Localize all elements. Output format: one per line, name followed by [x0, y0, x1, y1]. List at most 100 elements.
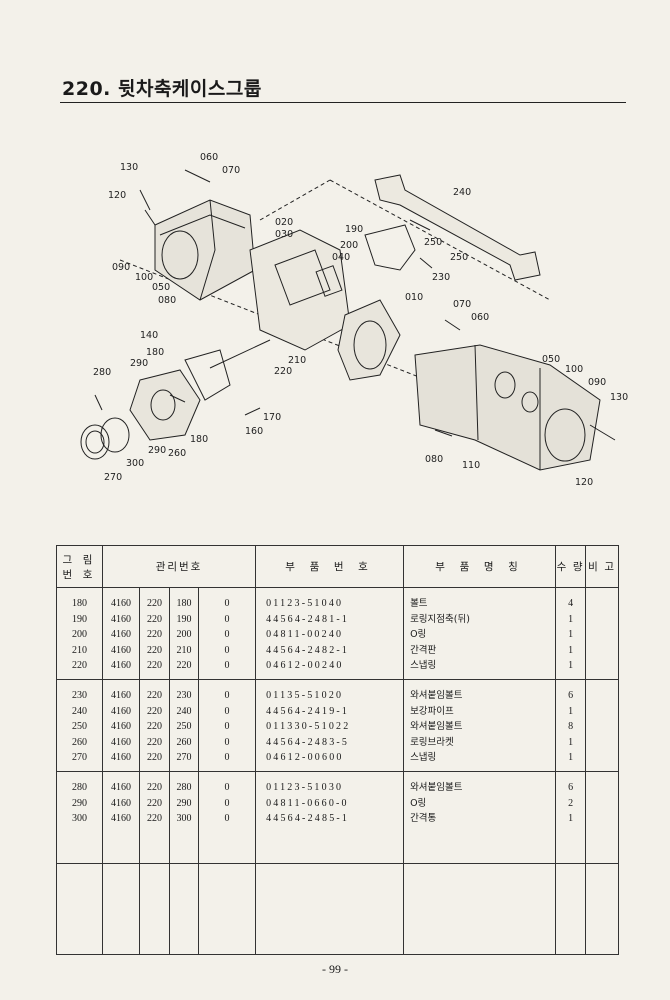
table-cell: 44564-2419-1 — [266, 705, 350, 717]
callout-label: 190 — [345, 224, 363, 235]
table-cell: 1 — [568, 629, 574, 640]
callout-label: 020 — [275, 217, 293, 228]
table-cell: 로링브라켓 — [410, 736, 454, 748]
table-cell: 220 — [147, 660, 162, 671]
callout-label: 070 — [453, 299, 471, 310]
header-fig: 그 림 번 호 — [56, 545, 103, 588]
table-cell: 250 — [72, 721, 87, 732]
table-cell: 220 — [147, 813, 162, 824]
table-cell: 011330-51022 — [266, 721, 351, 732]
table-cell-empty — [585, 863, 620, 955]
table-cell: 1 — [568, 705, 574, 717]
callout-label: 280 — [93, 367, 111, 378]
callout-label: 170 — [263, 412, 281, 423]
callout-label: 160 — [245, 426, 263, 437]
table-cell: 4160 — [111, 660, 131, 671]
table-cell: 230 — [72, 690, 87, 701]
callout-label: 080 — [425, 454, 443, 465]
callout-label: 250 — [424, 237, 442, 248]
table-cell: 44564-2482-1 — [266, 644, 350, 656]
callout-label: 050 — [152, 282, 170, 293]
callout-label: 220 — [274, 366, 292, 377]
table-cell: 스냅링 — [410, 660, 437, 671]
table-cell: 240 — [176, 705, 192, 717]
cell-remark — [585, 587, 620, 680]
callout-label: 130 — [120, 162, 138, 173]
table-cell: 220 — [147, 752, 162, 763]
table-cell: 210 — [72, 644, 87, 656]
table-cell: 4160 — [111, 705, 131, 717]
table-cell: 220 — [147, 613, 162, 625]
callout-label: 120 — [575, 477, 593, 488]
callout-label: 300 — [126, 458, 144, 469]
table-cell: 300 — [72, 813, 87, 824]
table-cell: 0 — [224, 782, 230, 793]
table-cell: 2 — [568, 797, 574, 809]
table-cell: 로링지점축(뒤) — [410, 613, 470, 625]
header-partno: 부 품 번 호 — [255, 545, 405, 588]
table-cell: 1 — [568, 736, 574, 748]
callout-label: 120 — [108, 190, 126, 201]
callout-label: 100 — [565, 364, 583, 375]
table-cell: 290 — [176, 797, 192, 809]
table-cell: 8 — [568, 721, 574, 732]
callout-label: 100 — [135, 272, 153, 283]
table-cell: 와셔붙임볼트 — [410, 721, 463, 732]
table-cell: 4160 — [111, 752, 131, 763]
cell-remark — [585, 679, 620, 772]
table-cell-empty — [56, 863, 103, 955]
table-cell: 1 — [568, 644, 574, 656]
table-cell-empty — [403, 863, 557, 955]
callout-label: 230 — [432, 272, 450, 283]
table-cell-empty — [555, 863, 587, 955]
table-cell: 44564-2481-1 — [266, 613, 350, 625]
callout-label: 210 — [288, 355, 306, 366]
table-cell: 4160 — [111, 613, 131, 625]
table-cell: 1 — [568, 813, 574, 824]
callout-label: 140 — [140, 330, 158, 341]
table-cell: 190 — [72, 613, 87, 625]
table-cell: 6 — [568, 782, 574, 793]
callout-label: 180 — [190, 434, 208, 445]
table-cell: 0 — [224, 797, 230, 809]
callout-label: 090 — [588, 377, 606, 388]
table-cell: 0 — [224, 598, 230, 609]
table-cell: 04811-0660-0 — [266, 797, 349, 809]
table-cell: 0 — [224, 752, 230, 763]
callout-label: 070 — [222, 165, 240, 176]
table-cell: 0 — [224, 705, 230, 717]
table-cell: 6 — [568, 690, 574, 701]
table-cell-empty — [255, 863, 405, 955]
table-row-empty — [56, 863, 620, 955]
callout-label: 260 — [168, 448, 186, 459]
table-cell: O링 — [410, 629, 427, 640]
header-mgmt: 관리번호 — [101, 545, 257, 588]
table-header-row: 그 림 번 호 관리번호 부 품 번 호 부 품 명 칭 수 량 비 고 — [56, 545, 620, 588]
table-cell: 4160 — [111, 629, 131, 640]
table-cell: 260 — [176, 736, 192, 748]
table-cell: 01123-51040 — [266, 598, 344, 609]
table-cell: 220 — [72, 660, 87, 671]
table-cell: 44564-2485-1 — [266, 813, 350, 824]
table-cell: 4160 — [111, 813, 131, 824]
table-cell: 280 — [72, 782, 87, 793]
exploded-parts-diagram: 130 060 070 120 090 100 050 080 020 030 … — [80, 152, 628, 488]
table-cell: 0 — [224, 721, 230, 732]
cell-remark — [585, 771, 620, 864]
table-cell: 0 — [224, 690, 230, 701]
table-cell: 0 — [224, 660, 230, 671]
callout-label: 270 — [104, 472, 122, 483]
table-cell: 간격통 — [410, 813, 437, 824]
